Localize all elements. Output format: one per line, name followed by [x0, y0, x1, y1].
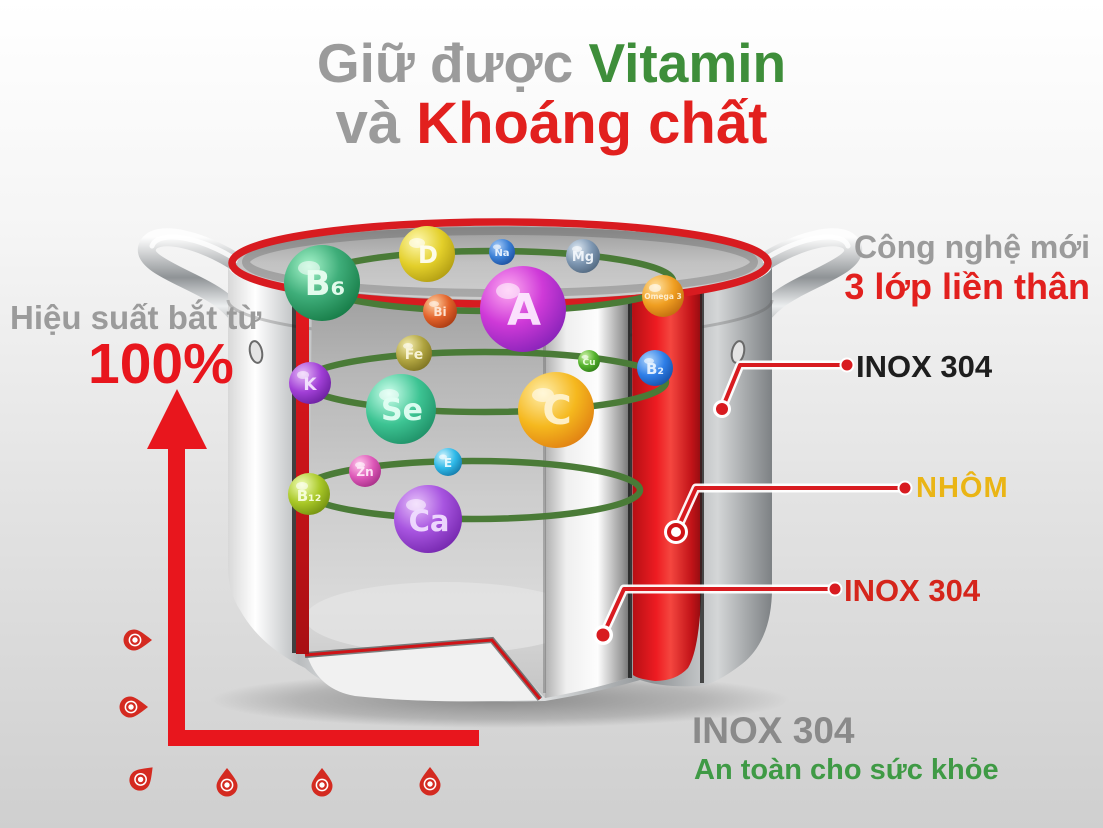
sphere-label: D	[418, 241, 438, 269]
base-wedge	[308, 640, 541, 702]
headline-line1: Giữ được Vitamin	[0, 32, 1103, 94]
droplet-marker-icon	[119, 696, 148, 718]
footer-material: INOX 304	[692, 710, 855, 751]
headline-line1-green: Vitamin	[588, 32, 787, 94]
technology-block: Công nghệ mới 3 lớp liền thân	[844, 229, 1090, 307]
left-cut-aluminum-strip	[296, 272, 309, 654]
aluminum-layer-band	[632, 291, 702, 681]
headline-line2-gray: và	[335, 91, 401, 157]
headline-line2: và Khoáng chất	[0, 93, 1103, 156]
droplet-markers	[119, 629, 441, 797]
sphere-label: Omega 3	[644, 292, 682, 301]
nutrient-sphere-omega: Omega 3	[642, 275, 684, 317]
sphere-label: Bi	[433, 305, 446, 319]
right-cut-dark-edge-left	[628, 298, 632, 678]
nutrient-sphere-k: K	[289, 362, 331, 404]
droplet-marker-icon	[129, 767, 153, 791]
droplet-marker-icon	[311, 768, 333, 797]
nutrient-sphere-zn: Zn	[349, 455, 381, 487]
nutrient-sphere-fe: Fe	[396, 335, 432, 371]
nutrient-sphere-cu: Cu	[578, 350, 600, 372]
callout-label-outer-inox: INOX 304	[856, 349, 993, 384]
headline: Giữ được Vitamin và Khoáng chất	[0, 32, 1103, 156]
nutrient-sphere-c: C	[518, 372, 594, 448]
sphere-label: C	[542, 388, 571, 434]
sphere-label: Mg	[572, 250, 594, 265]
sphere-label: Fe	[405, 347, 424, 363]
nutrient-sphere-a: A	[480, 266, 566, 352]
callout-line-nhom	[664, 480, 913, 544]
callout-line-outer-inox	[713, 357, 855, 418]
sphere-label: A	[507, 285, 541, 336]
footer-tagline: An toàn cho sức khỏe	[694, 754, 999, 786]
nutrient-sphere-ca: Ca	[394, 485, 462, 553]
sphere-label: Se	[381, 393, 423, 428]
callout-line-inner-inox	[593, 581, 843, 645]
nutrient-sphere-e: E	[434, 448, 462, 476]
callout-label-inner-inox: INOX 304	[844, 573, 981, 608]
droplet-marker-icon	[216, 768, 238, 797]
nutrient-sphere-b6: B₆	[284, 245, 360, 321]
callout-lines	[593, 357, 913, 645]
sphere-label: B₂	[646, 360, 664, 378]
arrow-up-icon	[147, 389, 207, 449]
headline-line1-gray: Giữ được	[316, 32, 574, 94]
sphere-label: Ca	[409, 504, 450, 538]
nutrient-sphere-se: Se	[366, 374, 436, 444]
headline-line2-red: Khoáng chất	[416, 91, 768, 157]
base-cut-aluminum-line	[304, 638, 542, 700]
sphere-label: K	[303, 375, 317, 395]
droplet-marker-icon	[123, 629, 152, 651]
technology-caption: Công nghệ mới	[853, 229, 1090, 265]
inner-wall-edge	[543, 303, 546, 693]
sphere-label: B₁₂	[297, 487, 322, 505]
performance-caption: Hiệu suất bắt từ	[10, 299, 262, 336]
axis-vertical-line	[168, 445, 185, 741]
nutrient-sphere-b12: B₁₂	[288, 473, 330, 515]
sphere-label: Cu	[582, 358, 595, 368]
right-handle-rivet	[730, 340, 746, 364]
nutrient-sphere-d: D	[399, 226, 455, 282]
performance-value: 100%	[88, 332, 234, 396]
sphere-label: Na	[494, 248, 509, 259]
left-cut-dark-edge	[292, 273, 296, 653]
sphere-label: Zn	[356, 465, 373, 479]
callout-label-nhom: NHÔM	[916, 472, 1009, 504]
nutrient-sphere-mg: Mg	[566, 239, 600, 273]
interior-floor	[305, 582, 585, 654]
droplet-marker-icon	[419, 767, 441, 796]
nutrient-sphere-na: Na	[489, 239, 515, 265]
nutrient-sphere-bi: Bi	[423, 294, 457, 328]
performance-axis	[147, 389, 479, 746]
nutrient-sphere-b2: B₂	[637, 350, 673, 386]
technology-highlight: 3 lớp liền thân	[844, 265, 1090, 307]
sphere-label: E	[444, 456, 452, 470]
sphere-label: B₆	[305, 264, 346, 304]
axis-horizontal-line	[168, 730, 479, 746]
left-handle-rivet	[248, 340, 264, 364]
nutrient-spheres: B₆ D Na Mg Bi A Omega 3 Fe	[284, 226, 684, 553]
